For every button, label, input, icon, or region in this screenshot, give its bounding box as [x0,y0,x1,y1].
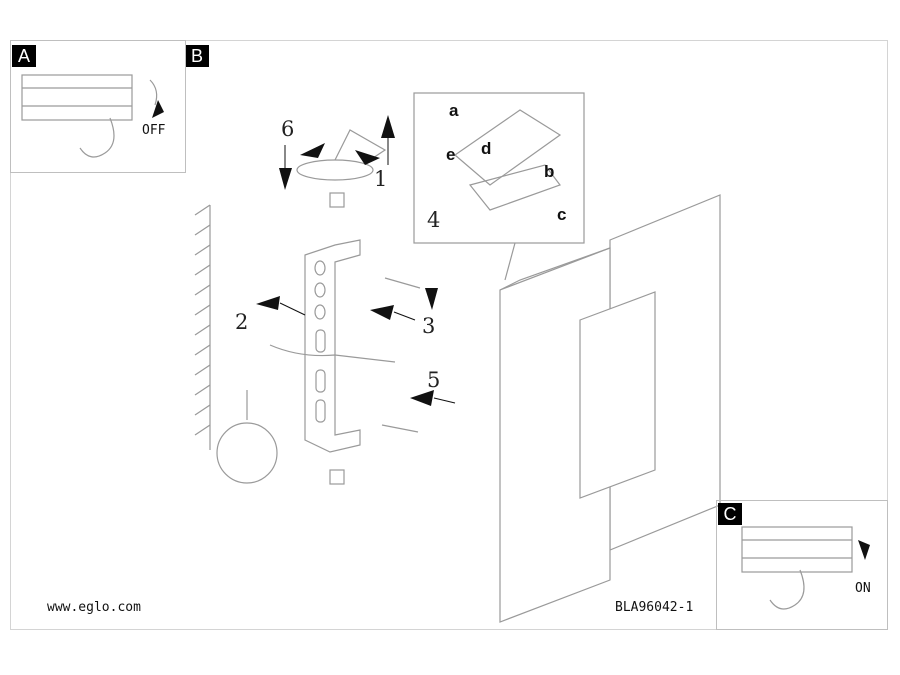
arrow-3b [425,288,438,310]
arrow-6a [300,143,325,158]
panel-b-label: B [185,45,209,67]
panel-c-frame [716,500,888,630]
panel-a-label: A [12,45,36,67]
direction-arrows [152,100,870,560]
terminal-c-label: c [557,205,567,224]
step-6: 6 [281,117,295,141]
arrow-down-6 [279,168,292,190]
dowel-detail [216,422,278,484]
lamp-body [499,194,721,623]
website-url: www.eglo.com [47,600,141,615]
arrow-2 [256,296,280,310]
arrow-on [858,540,870,560]
arrow-off [152,100,164,118]
step-2: 2 [235,310,249,334]
mounting-bracket [304,239,361,453]
terminal-e-label: e [446,145,456,164]
step-4: 4 [427,208,441,232]
breaker-off-label: OFF [142,123,166,138]
step-5: 5 [427,368,441,392]
terminal-a-label: a [449,101,459,120]
document-code: BLA96042-1 [615,600,694,615]
terminal-d-label: d [481,139,492,158]
instruction-sheet [10,40,888,630]
breaker-on-illustration [741,526,853,610]
arrow-3a [370,305,394,320]
step-1: 1 [374,167,388,191]
power-cable [269,344,396,363]
step-3: 3 [422,314,436,338]
arrow-up-1 [381,115,395,138]
wall-hatching [194,204,211,450]
breaker-on-label: ON [855,581,871,596]
screws [329,192,421,485]
arrow-1a [355,150,380,165]
panel-c-label: C [718,503,742,525]
terminal-b-label: b [544,162,555,181]
arrow-5 [410,390,434,406]
breaker-off-illustration [21,74,158,158]
panel-a-frame [10,40,186,173]
terminal-detail-frame [413,92,585,244]
